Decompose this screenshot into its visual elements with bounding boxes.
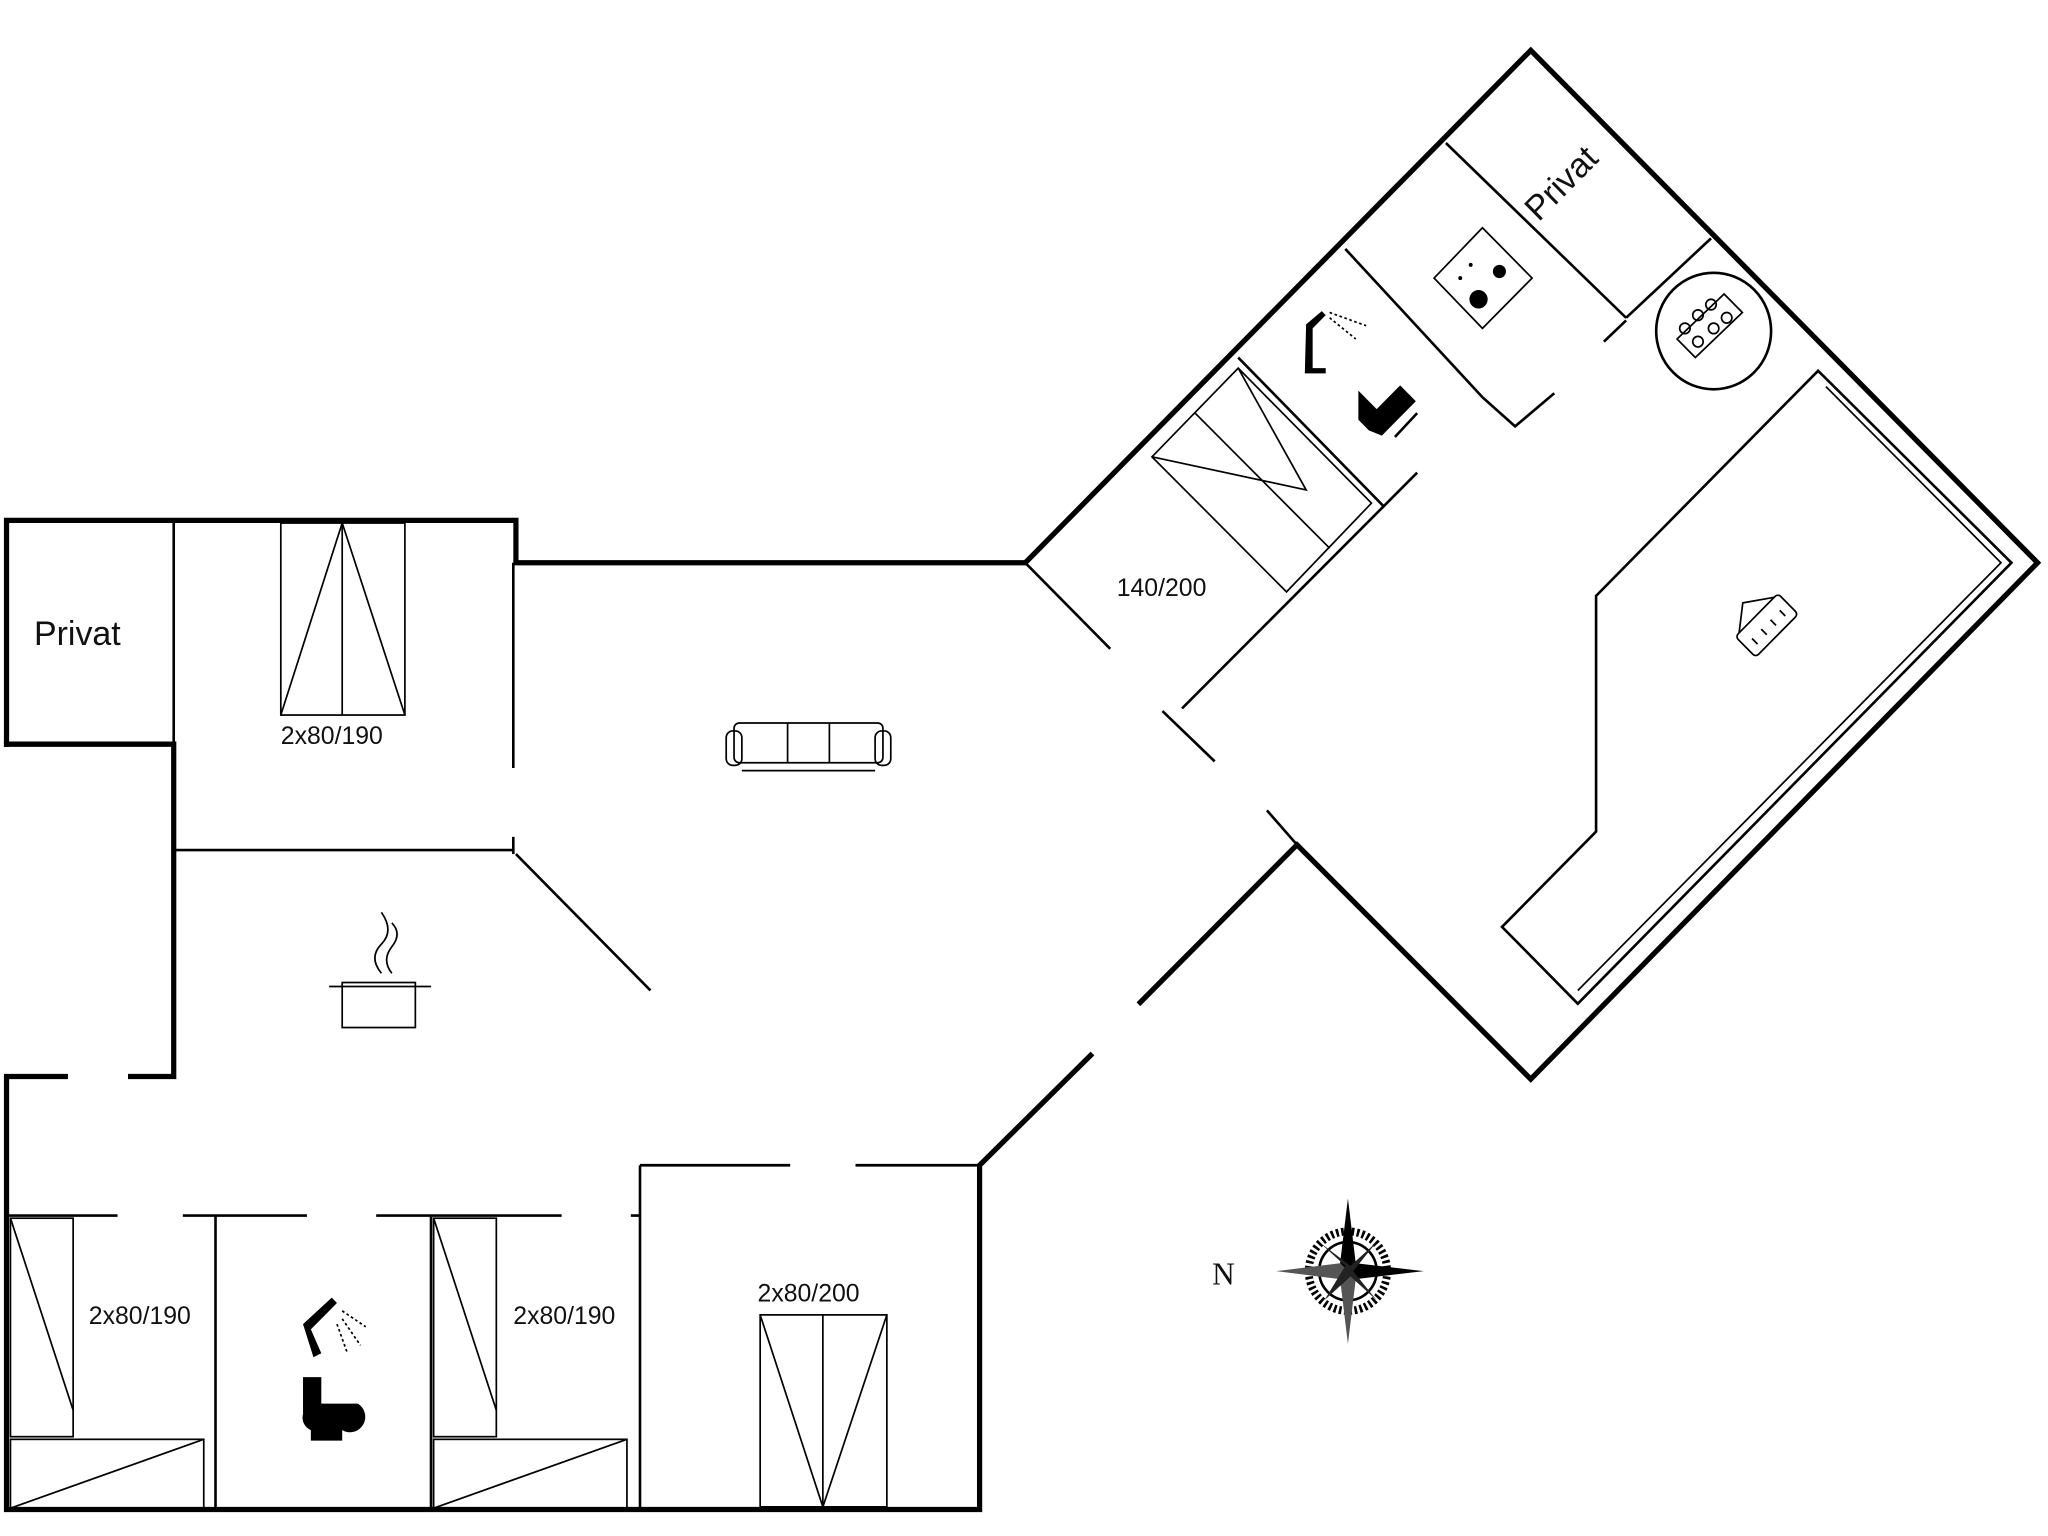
room-label-privat-left: Privat (34, 615, 121, 653)
walls (3, 46, 2042, 1513)
room-label-bedroom-bottom-2: 2x80/190 (513, 1302, 615, 1330)
beds (9, 366, 1373, 1510)
cooking-pot-icon (329, 911, 432, 1029)
bed-bottom-2 (432, 1217, 628, 1510)
room-label-bedroom-bottom-3: 2x80/200 (758, 1279, 860, 1307)
terrace-icon (1736, 594, 1798, 657)
washing-machine-icon (1432, 226, 1534, 330)
shower-icon-wing (1304, 311, 1367, 374)
room-label-bedroom-top: 2x80/190 (281, 722, 383, 750)
room-labels: Privat 2x80/190 140/200 2x80/190 2x80/19… (34, 139, 1606, 1331)
room-label-privat-right: Privat (1518, 139, 1606, 229)
sofa-icon (725, 722, 892, 772)
bedroom-row-walls (6, 1163, 980, 1510)
bed-bottom-1 (9, 1217, 205, 1510)
wing-walls (1024, 142, 2014, 1006)
compass-north-label: N (1212, 1256, 1235, 1291)
shower-icon (303, 1297, 367, 1358)
spa-icon (1654, 271, 1773, 391)
toilet-icon (302, 1377, 366, 1441)
bed-bottom-3 (759, 1314, 888, 1510)
bed-top (279, 520, 406, 716)
compass-rose-icon (1276, 1198, 1424, 1344)
room-label-bedroom-bottom-1: 2x80/190 (89, 1302, 191, 1330)
toilet-icon-wing (1358, 385, 1416, 436)
room-label-bedroom-wing: 140/200 (1117, 574, 1207, 602)
bed-wing (1150, 366, 1373, 594)
